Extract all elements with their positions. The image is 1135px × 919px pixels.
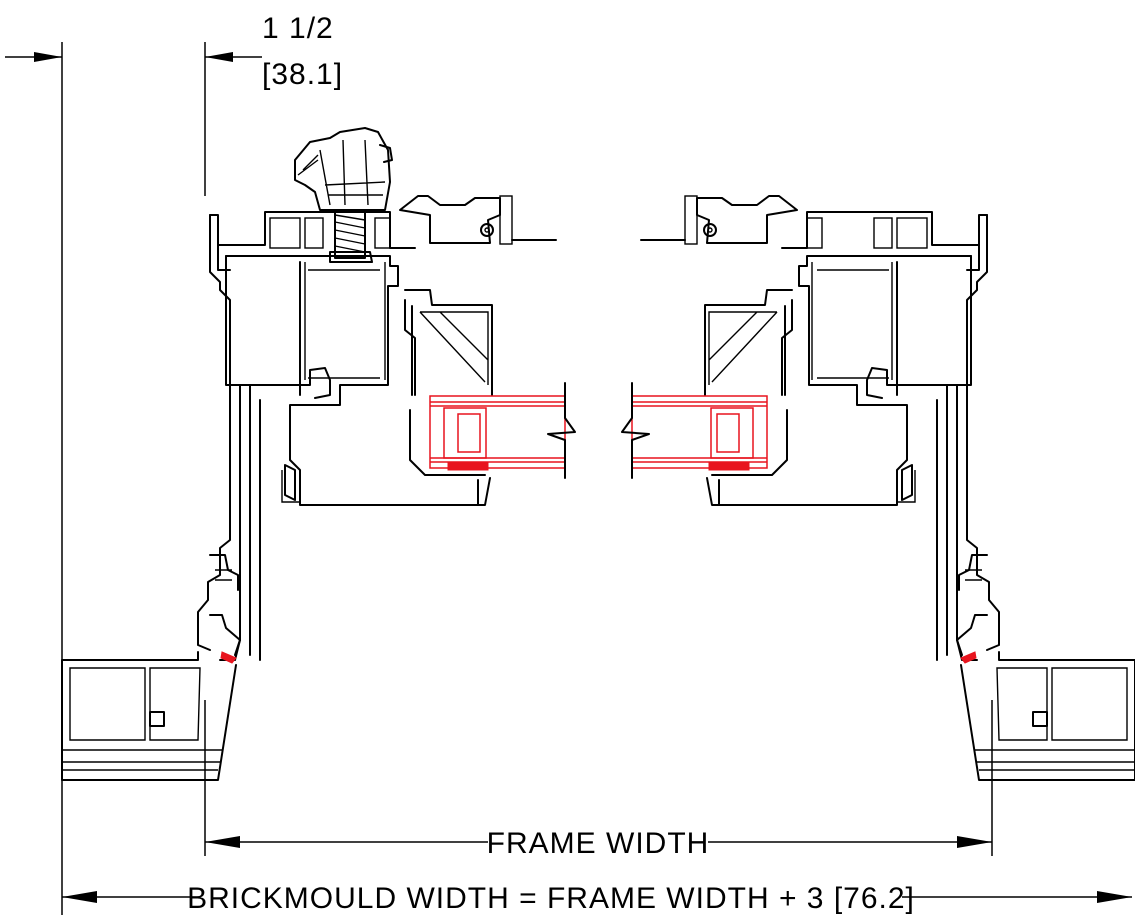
brickmould-width-dimension: BRICKMOULD WIDTH = FRAME WIDTH + 3 [76.2…: [61, 800, 1132, 915]
left-brickmould: [61, 651, 237, 781]
frame-width-label: FRAME WIDTH: [487, 827, 710, 860]
left-screen-track: [399, 195, 557, 245]
right-frame-assembly: [621, 195, 1135, 781]
top-dimension-fraction: 1 1/2: [262, 12, 334, 45]
frame-width-dimension: FRAME WIDTH: [204, 700, 993, 860]
top-dimension-metric: [38.1]: [262, 58, 343, 91]
left-frame-assembly: [197, 211, 493, 664]
latch-handle-hardware: [294, 127, 393, 263]
brickmould-width-label: BRICKMOULD WIDTH = FRAME WIDTH + 3 [76.2…: [187, 882, 915, 915]
left-glazing-unit: [429, 382, 576, 479]
